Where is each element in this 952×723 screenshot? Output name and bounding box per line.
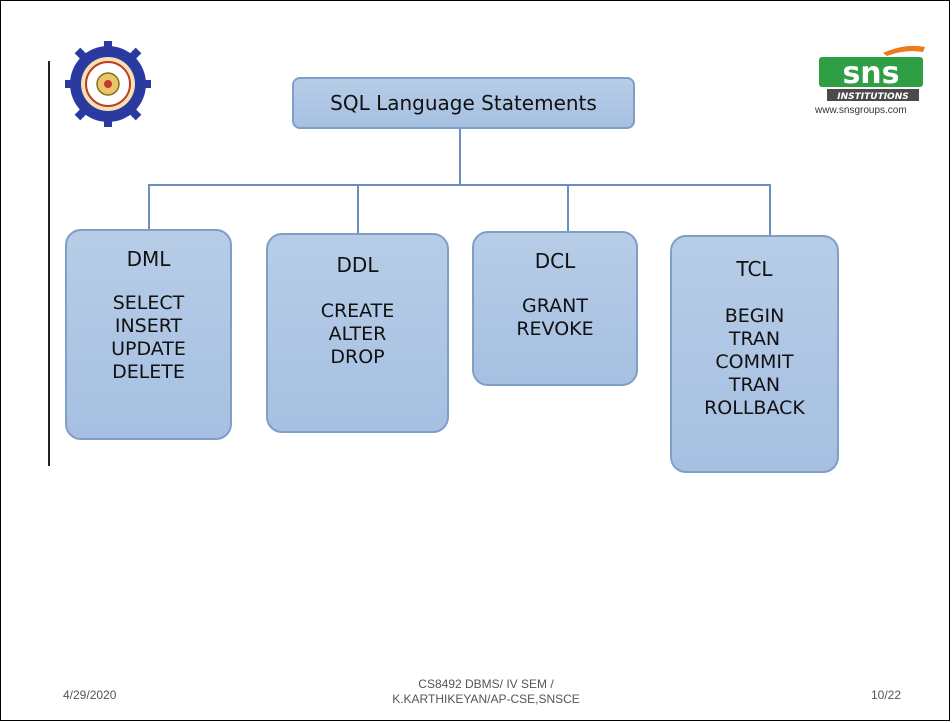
- category-items: GRANT REVOKE: [474, 295, 636, 341]
- root-stem-connector: [459, 129, 461, 185]
- sns-logo-mark: sns INSTITUTIONS: [819, 45, 925, 102]
- statement-item: CREATE: [320, 300, 395, 322]
- statement-item: GRANT: [522, 295, 588, 317]
- category-items: SELECT INSERT UPDATE DELETE: [67, 292, 230, 384]
- statement-item: ALTER: [328, 323, 387, 345]
- statement-item: TRAN: [728, 328, 781, 350]
- category-node-tcl: TCL BEGIN TRAN COMMIT TRAN ROLLBACK: [670, 235, 839, 473]
- dml-stem-connector: [148, 184, 150, 230]
- statement-item: DELETE: [112, 361, 185, 383]
- statement-item: REVOKE: [516, 318, 594, 340]
- footer-course-line2: K.KARTHIKEYAN/AP-CSE,SNSCE: [392, 692, 580, 706]
- statement-item: TRAN: [728, 374, 781, 396]
- footer-course-info: CS8492 DBMS/ IV SEM / K.KARTHIKEYAN/AP-C…: [381, 677, 591, 707]
- statement-item: DROP: [330, 346, 385, 368]
- category-title: DML: [126, 247, 171, 271]
- footer-date: 4/29/2020: [63, 688, 117, 702]
- ddl-stem-connector: [357, 184, 359, 234]
- footer-course-line1: CS8492 DBMS/ IV SEM /: [418, 677, 554, 691]
- tcl-stem-connector: [769, 184, 771, 236]
- svg-text:INSTITUTIONS: INSTITUTIONS: [837, 92, 908, 102]
- statement-item: BEGIN: [724, 305, 785, 327]
- footer-page-number: 10/22: [871, 688, 902, 702]
- root-node-sql-statements: SQL Language Statements: [292, 77, 635, 129]
- statement-item: SELECT: [112, 292, 185, 314]
- category-items: CREATE ALTER DROP: [268, 300, 447, 369]
- category-title: DDL: [336, 253, 379, 277]
- website-url: www.snsgroups.com: [815, 105, 907, 116]
- horizontal-bus-connector: [148, 184, 771, 186]
- dcl-stem-connector: [567, 184, 569, 232]
- statement-item: UPDATE: [111, 338, 186, 360]
- category-title: TCL: [736, 257, 773, 281]
- category-title: DCL: [534, 249, 576, 273]
- category-node-dml: DML SELECT INSERT UPDATE DELETE: [65, 229, 232, 440]
- statement-item: COMMIT: [715, 351, 794, 373]
- college-seal-logo: [65, 41, 151, 127]
- category-node-ddl: DDL CREATE ALTER DROP: [266, 233, 449, 433]
- statement-item: INSERT: [114, 315, 183, 337]
- svg-text:sns: sns: [842, 56, 899, 91]
- left-divider-line: [48, 61, 50, 466]
- statement-item: ROLLBACK: [704, 397, 805, 419]
- category-node-dcl: DCL GRANT REVOKE: [472, 231, 638, 386]
- sns-institutions-logo: sns INSTITUTIONS www.snsgroups.com: [813, 43, 929, 123]
- category-items: BEGIN TRAN COMMIT TRAN ROLLBACK: [672, 305, 837, 420]
